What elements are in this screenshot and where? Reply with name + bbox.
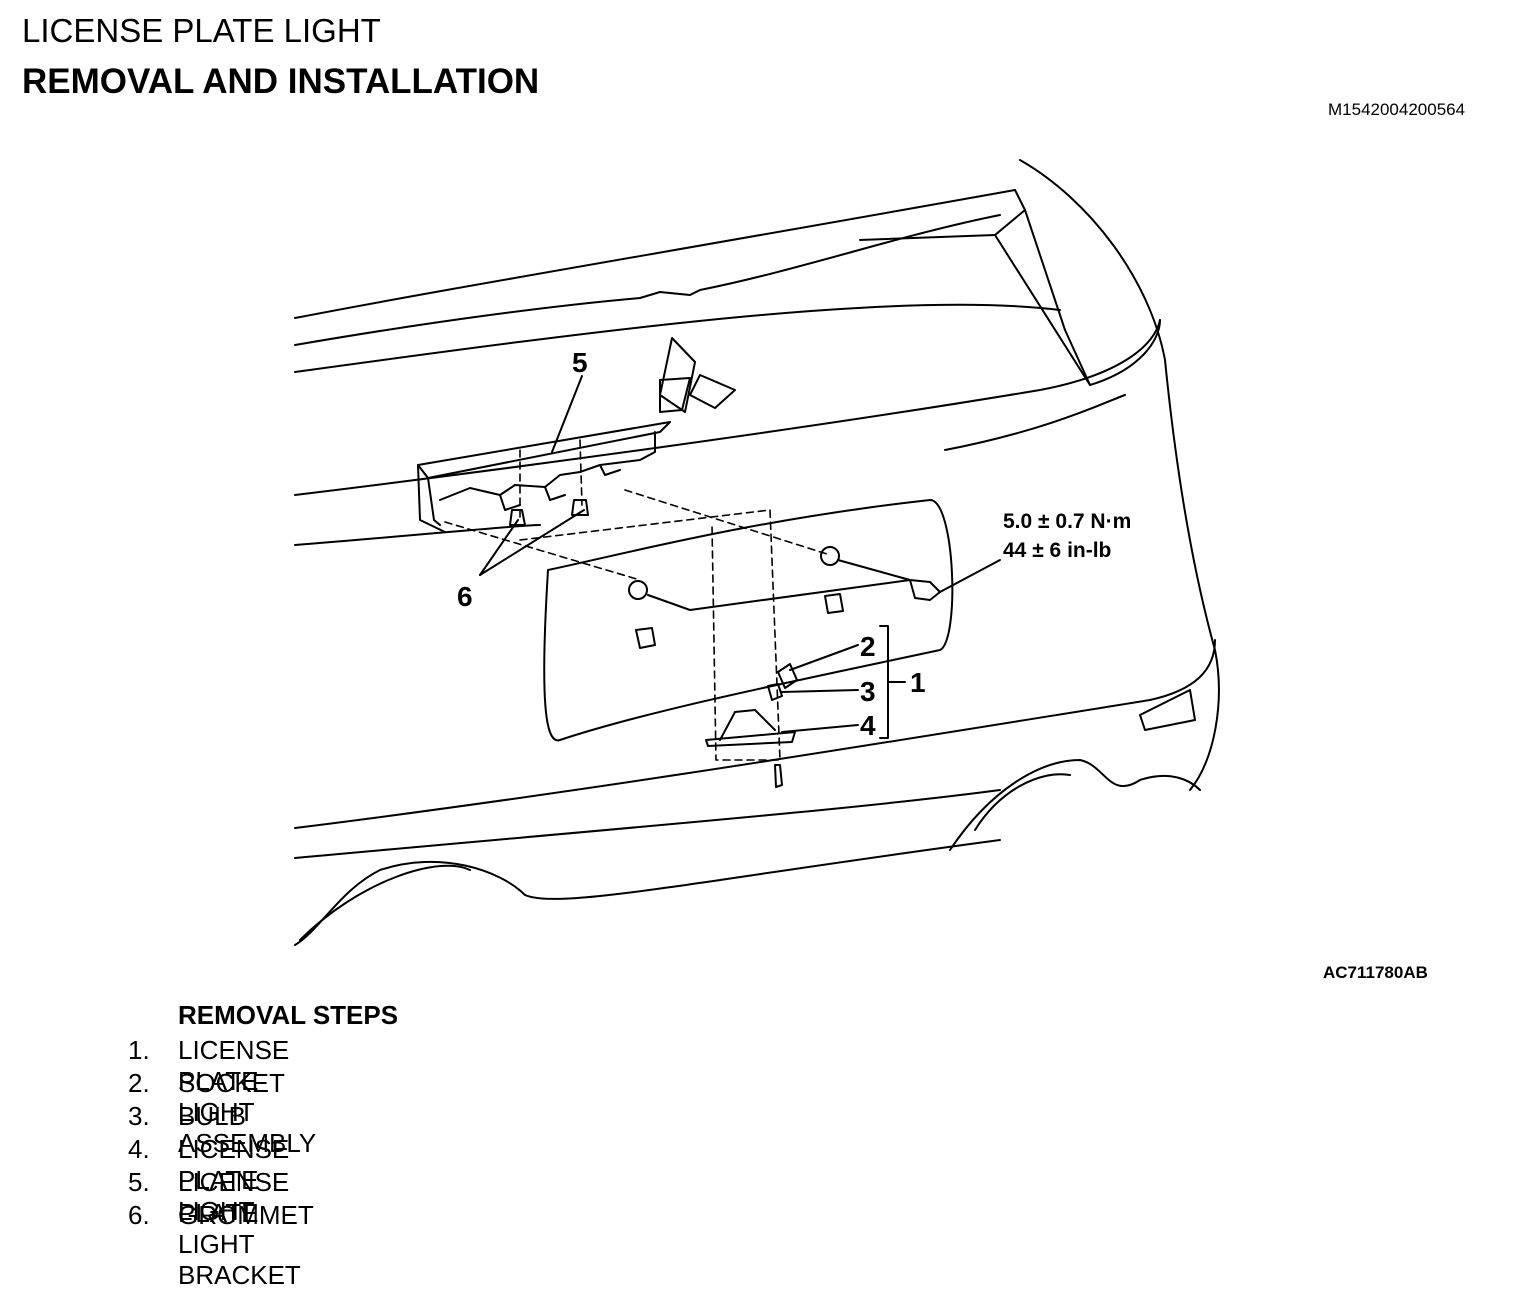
license-plate-light-parts bbox=[705, 663, 798, 788]
step-number: 2. bbox=[128, 1068, 150, 1098]
torque-spec-inlb: 44 ± 6 in-lb bbox=[1003, 539, 1111, 562]
document-code: M1542004200564 bbox=[1328, 100, 1466, 119]
step-number: 3. bbox=[128, 1101, 150, 1131]
exploded-view-diagram: 5 6 2 3 4 1 5.0 ± 0.7 N·m 44 ± 6 in-lb bbox=[294, 159, 1220, 946]
step-label: SOCKET bbox=[178, 1068, 285, 1098]
callout-1: 1 bbox=[910, 667, 926, 698]
page-title: LICENSE PLATE LIGHT bbox=[22, 12, 381, 49]
step-label: LICENSE PLATE LIGHT ASSEMBLY bbox=[178, 1035, 317, 1158]
callout-5: 5 bbox=[572, 347, 588, 378]
leader-lines bbox=[479, 375, 1001, 739]
torque-spec-nm: 5.0 ± 0.7 N·m bbox=[1003, 510, 1131, 533]
three-diamond-emblem bbox=[659, 337, 736, 413]
step-number: 6. bbox=[128, 1200, 150, 1230]
step-number: 4. bbox=[128, 1134, 150, 1164]
figure-code: AC711780AB bbox=[1323, 963, 1428, 982]
step-label: BULB bbox=[178, 1101, 246, 1131]
page-subtitle: REMOVAL AND INSTALLATION bbox=[22, 62, 540, 101]
callout-2: 2 bbox=[860, 631, 876, 662]
step-number: 1. bbox=[128, 1035, 150, 1065]
bolt bbox=[647, 559, 941, 611]
callout-4: 4 bbox=[860, 710, 876, 741]
step-number: 5. bbox=[128, 1167, 150, 1197]
car-body-outline bbox=[294, 159, 1220, 946]
step-label: GROMMET bbox=[178, 1200, 314, 1230]
assembly-guide-lines bbox=[444, 439, 831, 761]
callout-3: 3 bbox=[860, 676, 876, 707]
callout-6: 6 bbox=[457, 581, 473, 612]
step-label: LICENSE PLATE LIGHT bbox=[178, 1134, 290, 1226]
removal-steps-heading: REMOVAL STEPS bbox=[178, 1000, 399, 1030]
license-plate-light-bracket bbox=[417, 421, 671, 533]
grommet-fasteners bbox=[509, 499, 844, 649]
